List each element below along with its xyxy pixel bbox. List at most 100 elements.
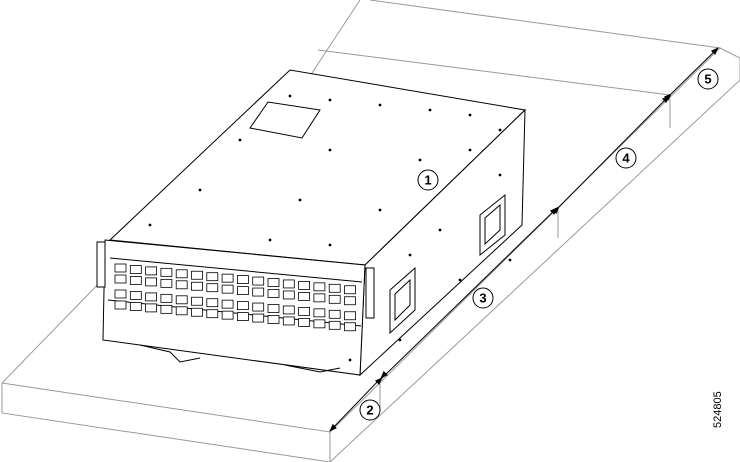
port	[129, 302, 142, 311]
port	[160, 304, 173, 314]
port	[145, 266, 158, 276]
port	[114, 289, 127, 299]
port	[298, 280, 311, 290]
port	[191, 307, 203, 317]
screw-hole	[328, 243, 332, 247]
port	[191, 270, 203, 280]
port	[344, 285, 356, 295]
svg-text:1: 1	[424, 173, 431, 188]
port	[129, 265, 142, 274]
port	[344, 311, 356, 321]
port	[313, 308, 326, 318]
port	[206, 283, 219, 293]
port	[191, 281, 203, 291]
svg-text:5: 5	[704, 72, 711, 87]
screw-hole	[498, 173, 502, 177]
port	[114, 263, 127, 273]
port	[344, 322, 356, 332]
port	[328, 294, 341, 304]
dimension-arrow-4	[551, 95, 670, 215]
screw-hole	[458, 278, 462, 282]
port	[206, 309, 219, 319]
port	[282, 316, 295, 326]
right-rack-ear	[365, 267, 375, 319]
dimension-arrow-2	[329, 370, 389, 432]
port	[313, 282, 326, 292]
callout-4: 4	[615, 147, 637, 169]
screw-hole	[408, 253, 412, 257]
port	[206, 272, 219, 282]
screw-hole	[348, 358, 352, 362]
port	[160, 293, 173, 303]
screw-hole	[148, 223, 152, 227]
fan-tray-handle	[284, 364, 341, 373]
callout-5: 5	[697, 68, 719, 90]
port	[160, 267, 173, 277]
port	[236, 301, 249, 311]
port	[145, 292, 158, 302]
port	[175, 295, 188, 305]
port	[221, 273, 234, 283]
screw-hole	[498, 128, 502, 132]
port	[175, 280, 188, 290]
dimension-arrow-3	[374, 207, 558, 386]
screw-hole	[288, 94, 292, 98]
port	[236, 275, 249, 285]
port	[328, 283, 341, 293]
screw-hole	[468, 148, 472, 152]
port	[160, 278, 173, 288]
screw-hole	[378, 208, 382, 212]
port	[129, 291, 142, 300]
port	[282, 305, 295, 315]
screw-hole	[378, 103, 382, 107]
port	[145, 277, 158, 287]
screw-hole	[468, 113, 472, 117]
port	[328, 320, 341, 330]
svg-text:4: 4	[622, 151, 630, 166]
port	[298, 291, 311, 301]
svg-text:2: 2	[366, 403, 373, 418]
port	[282, 279, 295, 289]
screw-hole	[328, 148, 332, 152]
port	[267, 278, 280, 287]
port	[236, 286, 249, 296]
screw-hole	[268, 238, 272, 242]
dimension-arrow-5	[663, 47, 719, 102]
top-label-panel	[249, 101, 321, 139]
port	[282, 290, 295, 300]
left-rack-ear	[96, 241, 106, 288]
screw-hole	[428, 108, 432, 112]
port	[267, 304, 280, 313]
dimension-arrows	[329, 47, 719, 432]
screw-hole	[418, 158, 422, 162]
port	[114, 274, 127, 284]
callout-2: 2	[359, 399, 381, 421]
screw-hole	[238, 138, 242, 142]
port	[313, 293, 326, 303]
port	[344, 296, 356, 306]
port	[221, 284, 234, 294]
fan-tray-handle	[139, 344, 201, 363]
port	[252, 287, 265, 297]
screw-hole	[198, 188, 202, 192]
screw-hole	[398, 338, 402, 342]
port	[252, 302, 265, 312]
screw-hole	[508, 258, 512, 262]
port	[221, 310, 234, 320]
port	[298, 306, 311, 316]
screw-hole	[438, 228, 442, 232]
port	[252, 313, 265, 323]
port	[313, 319, 326, 329]
port	[129, 276, 142, 285]
port	[236, 312, 249, 322]
port-grid	[114, 263, 356, 332]
port	[328, 309, 341, 319]
port	[175, 269, 188, 279]
svg-text:3: 3	[479, 291, 486, 306]
screw-hole	[298, 198, 302, 202]
port	[298, 317, 311, 327]
port	[267, 315, 280, 324]
figure-id: 524805	[712, 391, 724, 428]
port	[145, 303, 158, 313]
